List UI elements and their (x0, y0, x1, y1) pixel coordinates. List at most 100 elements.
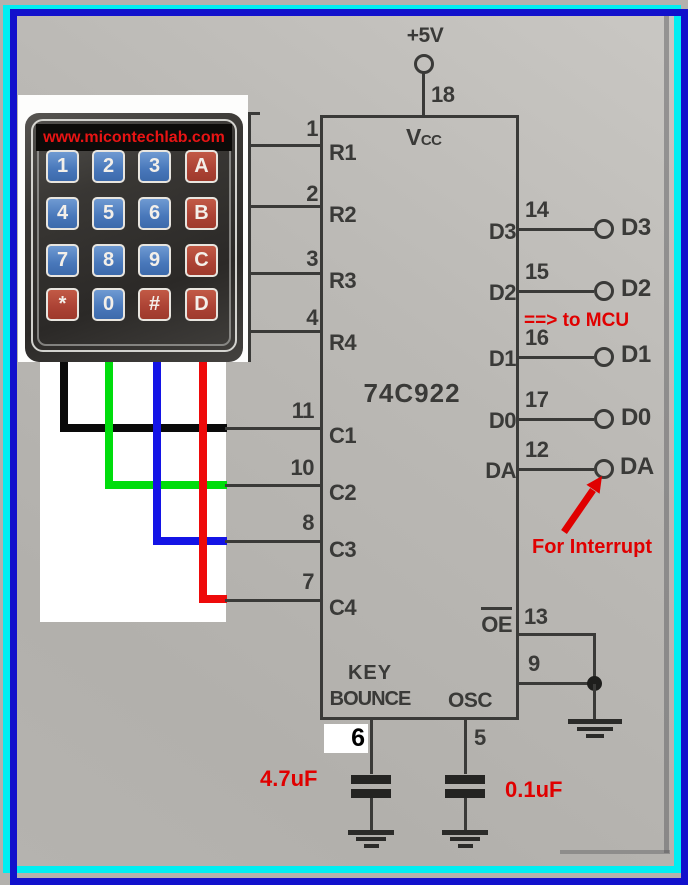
ground-symbol (356, 837, 386, 841)
ground-symbol (586, 734, 604, 738)
keypad-key: 8 (92, 244, 125, 277)
pin-3-number: 3 (306, 246, 318, 271)
pin-9-line (519, 682, 595, 685)
pin-2-number: 2 (306, 181, 318, 206)
cap1-value-label: 4.7uF (260, 766, 318, 791)
pin-r3-line (249, 272, 320, 275)
keypad-bezel-outline (31, 119, 237, 352)
pin-11-number: 11 (291, 398, 315, 423)
junction-dot (587, 676, 602, 691)
ic-74c922-outline (320, 115, 519, 720)
keypad-key: 6 (138, 197, 171, 230)
row-bus-stub (248, 112, 260, 115)
cap1-gnd-stem (370, 798, 373, 830)
keypad-key: 2 (92, 150, 125, 183)
to-mcu-annotation: ==> to MCU (524, 310, 630, 331)
pin-c1-label: C1 (329, 423, 357, 448)
oe-gnd-wire (593, 633, 596, 684)
gnd-stem (593, 684, 596, 719)
pin-d2-label: D2 (488, 280, 517, 305)
power-rail-label: +5V (406, 24, 444, 47)
inner-cyan-frame (3, 5, 681, 873)
keypad-key: A (185, 150, 218, 183)
terminal-d3-label: D3 (621, 214, 651, 241)
pin-c3-label: C3 (329, 537, 357, 562)
pin-c4-label: C4 (329, 595, 357, 620)
outer-blue-frame (10, 9, 688, 885)
pin-d2-line (519, 290, 594, 293)
pin-18-number: 18 (431, 82, 455, 107)
keypad-key: C (185, 244, 218, 277)
keypad-key: 4 (46, 197, 79, 230)
keypad-key: 7 (46, 244, 79, 277)
wire-c2-green-vertical (105, 362, 113, 489)
power-wire (422, 73, 425, 115)
pin-16-number: 16 (525, 325, 549, 350)
terminal-d1-circle (594, 347, 614, 367)
wire-c2-green-horizontal (105, 481, 227, 489)
pin-13-number: 13 (524, 604, 548, 629)
pin-r2-label: R2 (329, 202, 357, 227)
keypad-key: B (185, 197, 218, 230)
pin-r2-line (249, 205, 320, 208)
pin-c4-line (225, 599, 320, 602)
pin-oe-label: OE (470, 607, 512, 637)
interrupt-annotation: For Interrupt (532, 536, 652, 558)
terminal-da-circle (594, 459, 614, 479)
pin-d3-label: D3 (488, 219, 517, 244)
pin-d0-line (519, 418, 594, 421)
keypad-key: 1 (46, 150, 79, 183)
pin-8-number: 8 (302, 510, 314, 535)
pin-c3-line (225, 540, 320, 543)
pin-17-number: 17 (525, 387, 549, 412)
pin-c1-line (225, 427, 320, 430)
wire-c4-red-vertical (199, 362, 207, 603)
keypad-key: 0 (92, 288, 125, 321)
pin-6-stub (370, 720, 373, 774)
pin-15-number: 15 (525, 259, 549, 284)
keypad-key: D (185, 288, 218, 321)
osc-label: OSC (447, 689, 493, 712)
cap2-value-label: 0.1uF (505, 777, 563, 802)
capacitor-symbol (351, 775, 391, 784)
terminal-d2-circle (594, 281, 614, 301)
pin-13-line (519, 633, 596, 636)
terminal-d2-label: D2 (621, 275, 651, 302)
ground-symbol (364, 844, 379, 848)
paper-edge-shadow (560, 850, 670, 854)
pin-d0-label: D0 (488, 408, 517, 433)
capacitor-symbol (445, 775, 485, 784)
key-bounce-label: KEY BOUNCE (329, 662, 412, 710)
wire-area-background (40, 362, 226, 622)
keypad-key: 3 (138, 150, 171, 183)
terminal-d0-circle (594, 409, 614, 429)
ground-symbol (442, 830, 488, 835)
ground-symbol (568, 719, 622, 724)
pin-r4-label: R4 (329, 330, 357, 355)
wire-c4-red-horizontal (199, 595, 227, 603)
pin-5-number: 5 (474, 725, 486, 750)
pin-1-number: 1 (306, 116, 318, 141)
pin-da-line (519, 468, 594, 471)
keypad-key: * (46, 288, 79, 321)
pin-14-number: 14 (525, 197, 549, 222)
pin-7-number: 7 (302, 569, 314, 594)
pin-12-number: 12 (525, 437, 549, 462)
paper-edge-shadow (664, 15, 669, 853)
pin-6-number: 6 (324, 724, 368, 753)
wire-c1-black-horizontal (60, 424, 227, 432)
keypad-key: 5 (92, 197, 125, 230)
pin-5-stub (464, 720, 467, 774)
ic-part-number: 74C922 (363, 378, 461, 408)
pin-r3-label: R3 (329, 268, 357, 293)
keypad-key: 9 (138, 244, 171, 277)
pin-d3-line (519, 228, 594, 231)
capacitor-symbol (445, 789, 485, 798)
keypad-url-text: www.micontechlab.com (43, 128, 225, 146)
pin-r1-label: R1 (329, 140, 357, 165)
keypad-key: # (138, 288, 171, 321)
ground-symbol (450, 837, 480, 841)
pin-r4-line (249, 330, 320, 333)
ground-symbol (458, 844, 473, 848)
keypad-header-band: www.micontechlab.com (36, 124, 232, 151)
